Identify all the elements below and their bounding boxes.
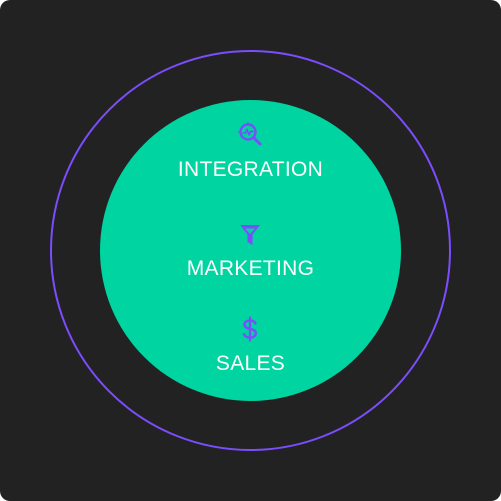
dollar-icon	[237, 316, 263, 342]
magnifier-chart-icon	[237, 121, 263, 147]
layer-label-sales: SALES	[215, 352, 286, 375]
funnel-icon	[237, 222, 263, 248]
layer-label-integration: INTEGRATION	[177, 158, 324, 181]
outer-ring	[50, 50, 451, 451]
layer-label-marketing: MARKETING	[186, 257, 315, 280]
inner-disc	[100, 100, 401, 401]
